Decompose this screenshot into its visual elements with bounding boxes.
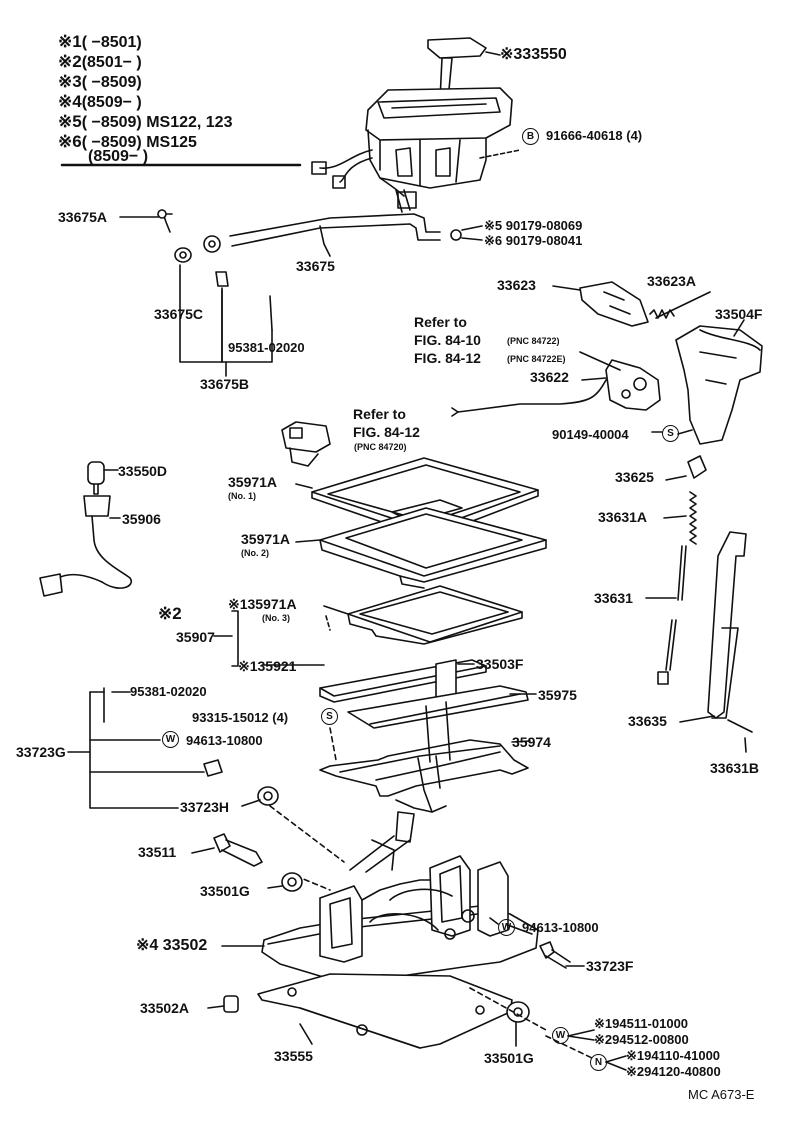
part-label-35906: 35906 [122, 511, 161, 527]
no2-label: (No. 2) [241, 548, 269, 558]
pnc-84722-label: (PNC 84722) [507, 336, 560, 346]
boot-plate-drawing [257, 973, 513, 1049]
part-label-94110-41000: ※194110-41000 [626, 1048, 721, 1063]
part-label-33550D: 33550D [118, 463, 168, 479]
part-label-33550: ※333550 [500, 46, 567, 63]
part-label-33502: ※4 33502 [136, 937, 208, 954]
indicator-plate-no2-drawing [319, 507, 547, 589]
detent-retainer-drawing [319, 701, 529, 813]
washer-symbol-w-2: W [498, 919, 515, 936]
part-label-95381-02020-b: 95381-02020 [130, 684, 207, 699]
part-label-90149-40004: 90149-40004 [552, 427, 629, 442]
note-mark-2: ※2 [158, 604, 182, 623]
slide-plate-drawing [319, 659, 487, 705]
shift-base-drawing [261, 811, 539, 1001]
part-label-33623: 33623 [497, 277, 536, 293]
screw-symbol-s-2: S [321, 708, 338, 725]
part-label-33631: 33631 [594, 590, 633, 606]
nut-symbol-n: N [590, 1054, 607, 1071]
part-label-33501G-lower: 33501G [484, 1050, 534, 1066]
part-label-35974: 35974 [512, 734, 551, 750]
indicator-frame-no1-drawing [311, 457, 539, 539]
fig-84-12-label-a: FIG. 84-12 [414, 350, 481, 366]
part-label-35971A-no2: 35971A [241, 531, 291, 547]
washer-symbol-w: W [162, 731, 179, 748]
legend-row-2: ※2(8501− ) [58, 52, 142, 71]
part-label-91666-40618: 91666-40618 (4) [546, 128, 643, 143]
part-label-94511-01000: ※194511-01000 [594, 1016, 689, 1031]
part-label-94120-40800: ※294120-40800 [626, 1064, 721, 1079]
part-label-33675A: 33675A [58, 209, 108, 225]
part-label-35971A-no1: 35971A [228, 474, 278, 490]
legend-row-1: ※1( −8501) [58, 32, 142, 51]
legend-row-5: ※5( −8509) MS122, 123 [58, 112, 233, 131]
position-switch-drawing [451, 359, 661, 417]
indicator-plate-no3-drawing [347, 585, 523, 645]
part-label-90179-08041: ※6 90179-08041 [484, 233, 583, 248]
part-label-35975: 35975 [538, 687, 577, 703]
part-label-33675B: 33675B [200, 376, 250, 392]
part-label-35921: ※135921 [238, 658, 297, 674]
part-label-33503F: 33503F [476, 656, 524, 672]
part-label-94613-10800-b: 94613-10800 [522, 920, 599, 935]
part-label-33555: 33555 [274, 1048, 313, 1064]
refer-to-label-1: Refer to [414, 314, 467, 330]
legend-row-4: ※4(8509− ) [58, 92, 142, 111]
part-label-33675C: 33675C [154, 306, 204, 322]
washer-symbol-w-3: W [552, 1027, 569, 1044]
legend-row-6: ※6( −8509) MS125 [58, 132, 197, 151]
legend-row-7: (8509− ) [88, 148, 149, 165]
part-label-33631A: 33631A [598, 509, 648, 525]
part-label-90179-08069: ※5 90179-08069 [484, 218, 583, 233]
fig-84-10-label: FIG. 84-10 [414, 332, 481, 348]
pnc-84722e-label: (PNC 84722E) [507, 354, 566, 364]
legend-row-3: ※3( −8509) [58, 72, 142, 91]
fig-84-12-label-b: FIG. 84-12 [353, 424, 420, 440]
part-label-33723G: 33723G [16, 744, 66, 760]
part-label-33511: 33511 [138, 844, 177, 860]
part-label-35907: 35907 [176, 629, 215, 645]
part-label-33723F: 33723F [586, 958, 634, 974]
part-label-33623A: 33623A [647, 273, 697, 289]
part-label-33625: 33625 [615, 469, 654, 485]
dust-cover-drawing [347, 685, 529, 729]
part-label-33631B: 33631B [710, 760, 760, 776]
screw-symbol-s: S [662, 425, 679, 442]
neutral-switch-drawing [281, 421, 331, 467]
bolt-symbol-b: B [522, 128, 539, 145]
part-label-33504F: 33504F [715, 306, 763, 322]
indicator-lamp-drawing [39, 461, 133, 597]
part-label-33502A: 33502A [140, 1000, 190, 1016]
part-label-33723H: 33723H [180, 799, 230, 815]
part-label-94613-10800-a: 94613-10800 [186, 733, 263, 748]
no3-label: (No. 3) [262, 613, 290, 623]
part-label-33622: 33622 [530, 369, 569, 385]
part-label-95381-02020-a: 95381-02020 [228, 340, 305, 355]
figure-code: MC A673-E [688, 1087, 755, 1102]
shift-lever-assembly-drawing [311, 37, 513, 213]
part-label-33635: 33635 [628, 713, 667, 729]
refer-to-label-2: Refer to [353, 406, 406, 422]
part-label-93315-15012: 93315-15012 (4) [192, 710, 289, 725]
shift-rod-drawing [157, 209, 462, 331]
part-label-33501G-upper: 33501G [200, 883, 250, 899]
part-label-35971A-no3: ※135971A [228, 596, 297, 612]
part-label-33675: 33675 [296, 258, 335, 274]
pnc-84720-label: (PNC 84720) [354, 442, 407, 452]
no1-label: (No. 1) [228, 491, 256, 501]
shift-knob-parts-drawing [579, 281, 763, 733]
part-label-94512-00800: ※294512-00800 [594, 1032, 689, 1047]
